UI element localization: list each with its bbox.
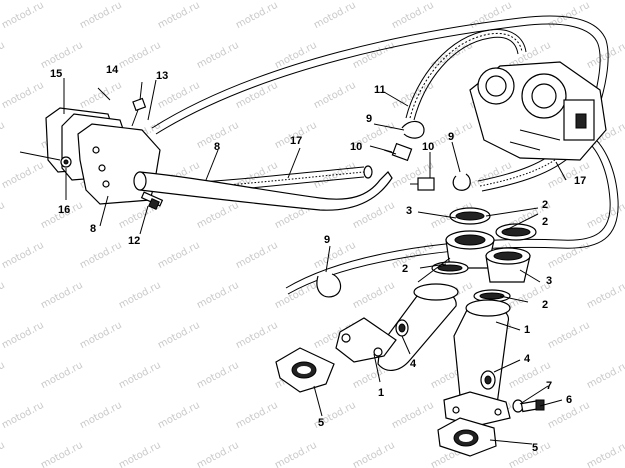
ring-right	[495, 223, 537, 241]
callout-17: 17	[574, 175, 586, 187]
clamp-right-lower	[473, 289, 511, 303]
callout-12: 12	[128, 235, 140, 247]
spacer-4-left	[395, 319, 409, 337]
callout-2: 2	[542, 199, 548, 211]
manifold-right	[443, 299, 511, 427]
callout-2: 2	[542, 216, 548, 228]
callout-5: 5	[318, 417, 324, 429]
bolt-12	[140, 191, 164, 210]
callout-4: 4	[410, 358, 417, 370]
ring-left	[449, 207, 491, 225]
fitting-10a	[383, 142, 413, 162]
clip-9b	[452, 173, 471, 191]
bolt-6	[520, 399, 545, 413]
callout-9: 9	[324, 234, 330, 246]
callout-17: 17	[290, 135, 302, 147]
rubber-sleeve-right	[485, 247, 531, 283]
spacer-4-right	[480, 370, 496, 390]
callout-labels: 1 1 2 2 2 2 3 3 4 4 5 5 6 7 8 8 9 9 9 10…	[50, 64, 586, 454]
callout-2: 2	[542, 299, 548, 311]
callout-3: 3	[546, 275, 552, 287]
callout-8: 8	[90, 223, 96, 235]
fitting-10b	[410, 177, 435, 191]
clip-9c	[316, 273, 342, 298]
callout-10: 10	[422, 141, 434, 153]
callout-1: 1	[378, 387, 384, 399]
callout-15: 15	[50, 68, 62, 80]
vent-hoses	[151, 15, 619, 295]
callout-2: 2	[402, 263, 408, 275]
callout-6: 6	[566, 394, 572, 406]
callout-5: 5	[532, 442, 538, 454]
callout-11: 11	[374, 84, 386, 96]
callout-9: 9	[448, 131, 454, 143]
callout-10: 10	[350, 141, 362, 153]
rubber-sleeve-left	[445, 230, 495, 269]
clip-9a	[401, 120, 425, 139]
callout-4: 4	[524, 353, 531, 365]
callout-1: 1	[524, 324, 530, 336]
carburettor-assembly	[469, 61, 607, 161]
callout-3: 3	[406, 205, 412, 217]
gasket-right	[437, 417, 497, 457]
manifold-left	[335, 283, 459, 371]
callout-13: 13	[156, 70, 168, 82]
callout-16: 16	[58, 204, 70, 216]
leader-lines	[63, 78, 567, 445]
callout-7: 7	[546, 380, 552, 392]
callout-9: 9	[366, 113, 372, 125]
gasket-left	[275, 347, 335, 393]
callout-14: 14	[106, 64, 119, 76]
screw-14	[131, 97, 147, 127]
spring-coil-11	[405, 29, 527, 121]
intake-duct-8	[133, 171, 393, 211]
callout-8: 8	[214, 141, 220, 153]
